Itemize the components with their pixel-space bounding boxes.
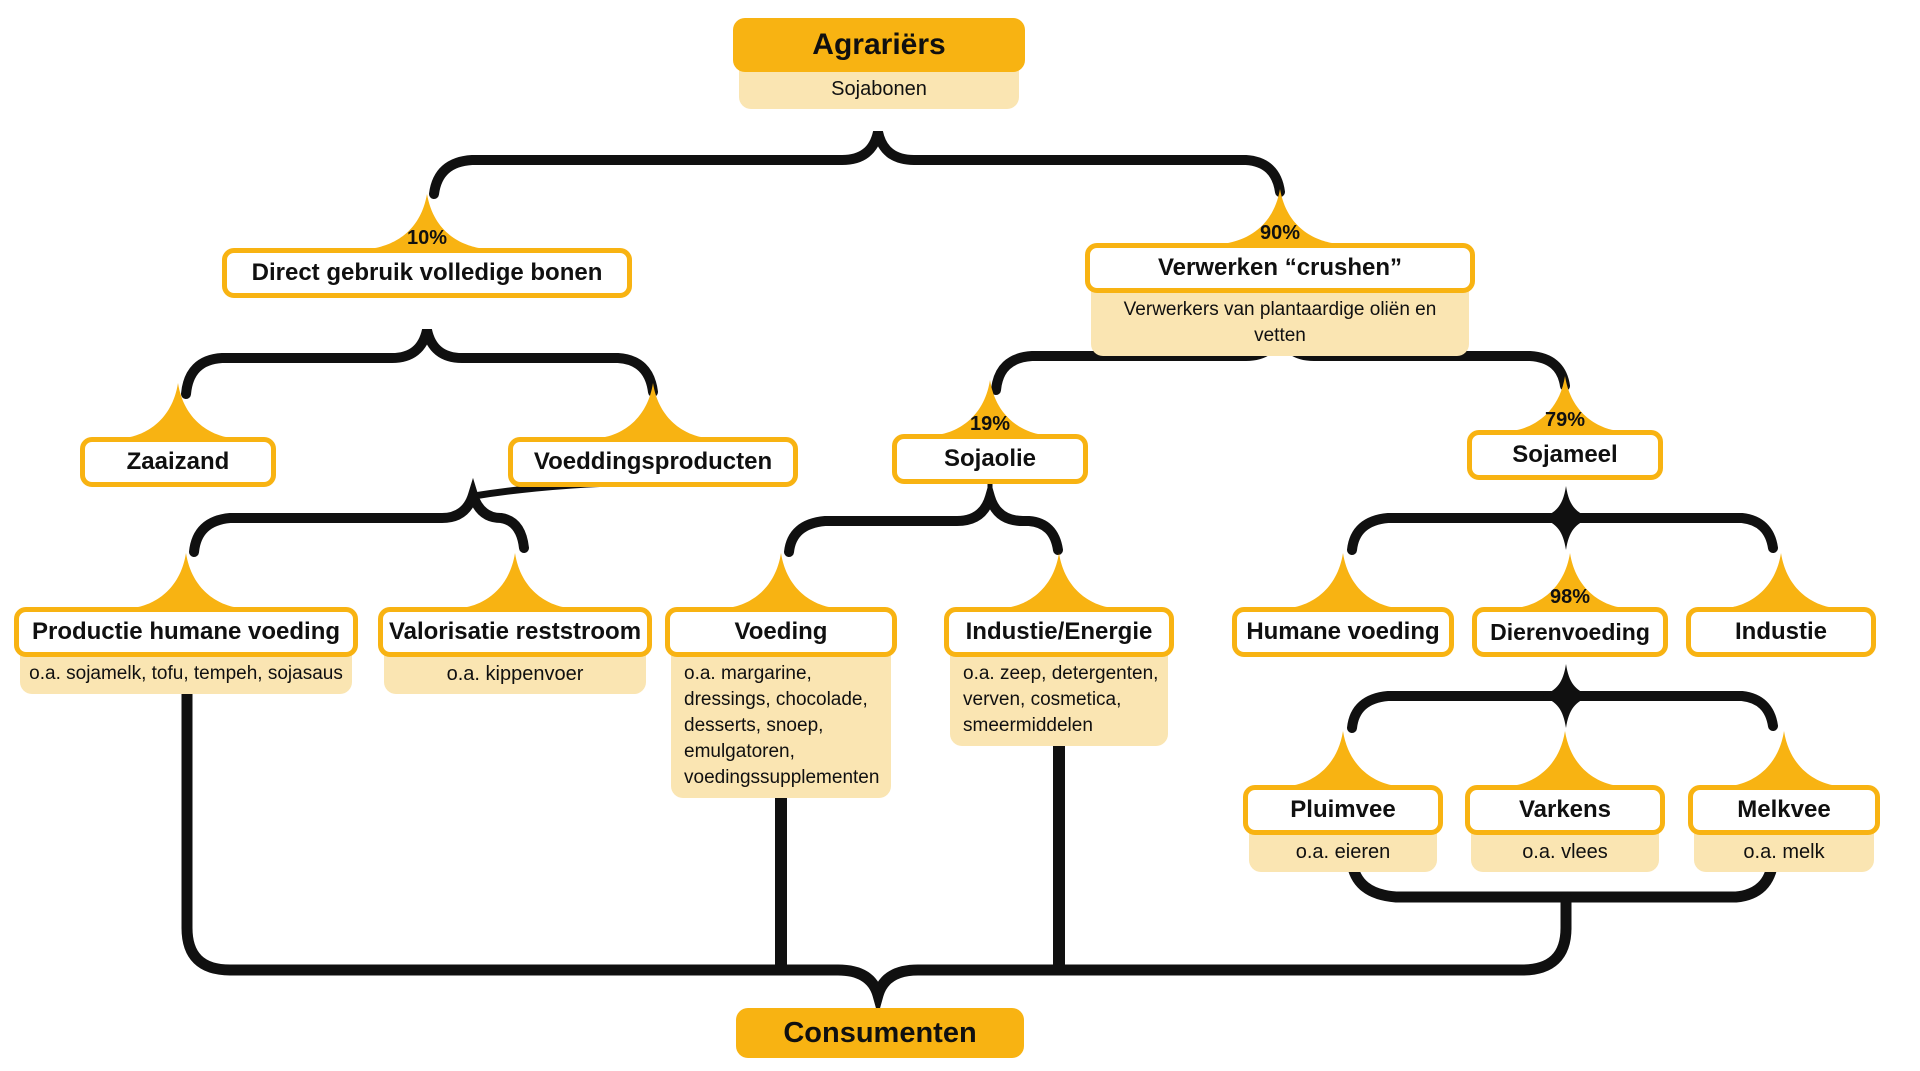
node-industie-energie: Industie/Energie o.a. zeep, detergenten,… [944,553,1174,746]
node-agrariers: Agrariërs Sojabonen [733,18,1025,109]
edge-sojaolie-split [784,479,1063,557]
flow-peak-icon: 79% [1467,376,1663,430]
node-direct-gebruik-title: Direct gebruik volledige bonen [222,248,632,298]
node-sojaolie-title: Sojaolie [892,434,1088,484]
node-voeddingsproducten: Voeddingsproducten [508,383,798,487]
edge-direct-split [181,328,658,399]
flow-peak-icon [1243,731,1443,785]
node-voeddingsproducten-title: Voeddingsproducten [508,437,798,487]
percent-label: 90% [1259,222,1301,244]
node-consumenten-title: Consumenten [736,1008,1024,1058]
node-humane-voeding-title: Humane voeding [1232,607,1454,657]
flow-peak-icon: 90% [1085,189,1475,243]
edge-agrariers-split [429,130,1285,199]
node-varkens-title: Varkens [1465,785,1665,835]
flow-peak-icon: 19% [892,380,1088,434]
node-verwerken: 90% Verwerken “crushen” Verwerkers van p… [1085,189,1475,356]
node-valorisatie-reststroom: Valorisatie reststroom o.a. kippenvoer [378,553,652,694]
flow-peak-icon [508,383,798,437]
node-melkvee: Melkvee o.a. melk [1688,731,1880,872]
flow-peak-icon [1465,731,1665,785]
node-voeding: Voeding o.a. margarine, dressings, choco… [665,553,897,798]
flow-peak-icon: 10% [222,194,632,248]
edge-vee-gather [1346,855,1779,903]
node-agrariers-title: Agrariërs [733,18,1025,72]
percent-label: 79% [1544,409,1586,431]
node-zaaizand-title: Zaaizand [80,437,276,487]
node-sojameel-title: Sojameel [1467,430,1663,480]
flow-peak-icon [665,553,897,607]
node-productie-humane-voeding-title: Productie humane voeding [14,607,358,657]
node-dierenvoeding: 98% Dierenvoeding [1472,553,1668,657]
node-productie-humane-voeding: Productie humane voeding o.a. sojamelk, … [14,553,358,694]
node-sojaolie: 19% Sojaolie [892,380,1088,484]
flow-peak-icon [14,553,358,607]
flow-peak-icon [944,553,1174,607]
flow-peak-icon [1232,553,1454,607]
flow-peak-icon [378,553,652,607]
node-industie: Industie [1686,553,1876,657]
node-consumenten: Consumenten [736,1008,1024,1058]
node-sojameel: 79% Sojameel [1467,376,1663,480]
node-verwerken-title: Verwerken “crushen” [1085,243,1475,293]
edge-voedding-split [189,477,529,557]
node-direct-gebruik: 10% Direct gebruik volledige bonen [222,194,632,298]
node-pluimvee-title: Pluimvee [1243,785,1443,835]
percent-label: 10% [406,227,448,249]
node-valorisatie-reststroom-title: Valorisatie reststroom [378,607,652,657]
node-industie-title: Industie [1686,607,1876,657]
node-verwerken-subtitle: Verwerkers van plantaardige oliën en vet… [1091,283,1469,356]
node-melkvee-title: Melkvee [1688,785,1880,835]
flow-peak-icon [1686,553,1876,607]
node-zaaizand: Zaaizand [80,383,276,487]
flow-peak-icon [80,383,276,437]
node-dierenvoeding-title: Dierenvoeding [1472,607,1668,657]
node-voeding-title: Voeding [665,607,897,657]
node-industie-energie-title: Industie/Energie [944,607,1174,657]
node-industie-energie-subtitle: o.a. zeep, detergenten, verven, cosmetic… [950,647,1168,746]
node-varkens: Varkens o.a. vlees [1465,731,1665,872]
node-pluimvee: Pluimvee o.a. eieren [1243,731,1443,872]
junction-sojameel-dierenvoeding [1542,486,1590,550]
edge-consumenten-bus [181,677,1572,1016]
node-voeding-subtitle: o.a. margarine, dressings, chocolade, de… [671,647,891,798]
percent-label: 98% [1549,586,1591,608]
junction-dierenvoeding-vee [1542,664,1590,728]
percent-label: 19% [969,413,1011,435]
flow-peak-icon: 98% [1472,553,1668,607]
node-humane-voeding: Humane voeding [1232,553,1454,657]
flow-peak-icon [1688,731,1880,785]
